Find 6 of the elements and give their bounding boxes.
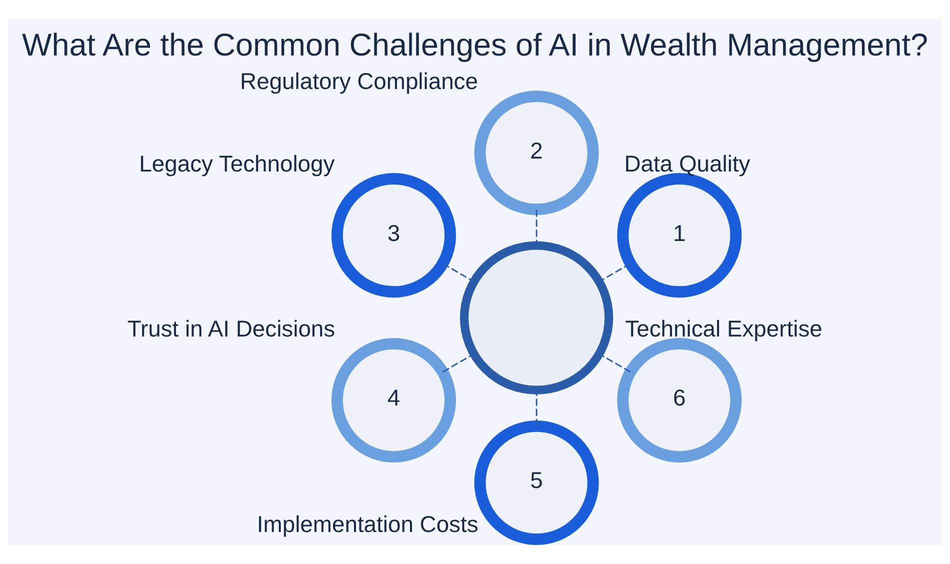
node-circle: 4 (331, 338, 456, 463)
node-circle: 6 (617, 338, 742, 463)
node-circle (460, 241, 614, 394)
node-circle: 3 (331, 173, 456, 298)
node-circle: 2 (474, 90, 599, 216)
diagram-title: What Are the Common Challenges of AI in Wealth Management? (22, 26, 928, 63)
